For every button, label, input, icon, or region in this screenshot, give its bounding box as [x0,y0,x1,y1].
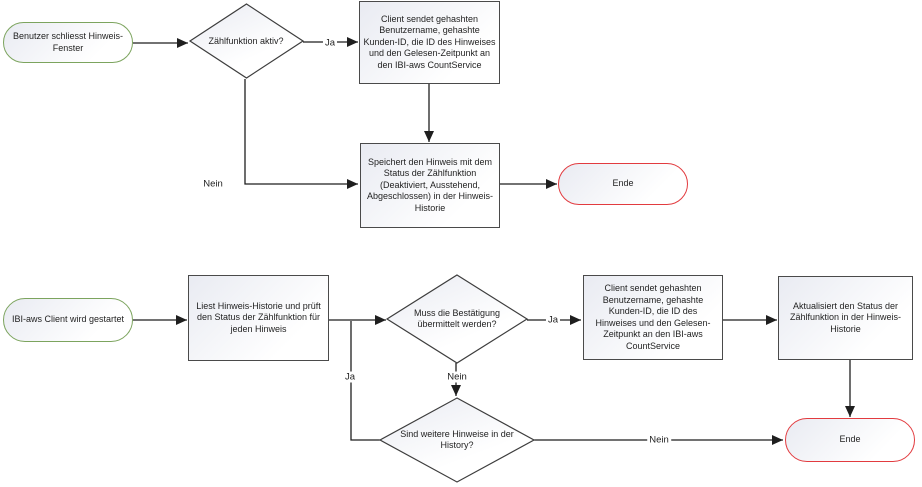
decision3-label: Sind weitere Hinweise in der History? [400,429,514,450]
start-node-close-window: Benutzer schliesst Hinweis-Fenster [3,22,133,63]
decision2-label: Muss die Bestätigung übermittelt werden? [413,308,501,329]
edge-label-decision3-nein: Nein [647,434,671,446]
end-node-top: Ende [558,163,688,205]
edge-label-decision2-nein: Nein [445,371,469,383]
connector-decision1-nein-to-store [244,79,358,189]
decision2-diamond [385,274,529,364]
edge-label-decision1-ja: Ja [322,37,338,49]
edge-label-decision3-ja: Ja [342,371,358,383]
process-node-send-countservice-bottom: Client sendet gehashten Benutzername, ge… [583,275,723,360]
end-node-bottom: Ende [785,418,915,462]
decision3-diamond [378,397,536,483]
connector-decision3-ja-loopback [350,321,380,441]
edge-label-decision1-nein: Nein [201,178,225,190]
process-node-read-history: Liest Hinweis-Historie und prüft den Sta… [188,275,329,361]
edge-label-decision2-ja: Ja [545,314,561,326]
process-node-send-countservice-top: Client sendet gehashten Benutzername, ge… [359,1,500,84]
start-node-client-started: IBI-aws Client wird gestartet [3,298,133,342]
process-node-update-status: Aktualisiert den Status der Zählfunktion… [778,276,913,360]
process-node-store-history: Speichert den Hinweis mit dem Status der… [360,143,500,228]
decision1-label: Zählfunktion aktiv? [208,35,284,46]
decision1-diamond [188,3,305,79]
